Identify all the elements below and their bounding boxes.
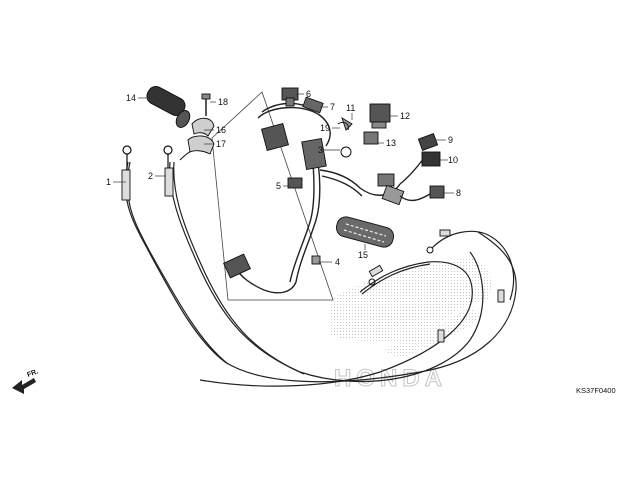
clip-3	[340, 146, 352, 158]
block-13	[363, 131, 379, 145]
callout-3: 3	[318, 145, 323, 155]
callout-18: 18	[218, 97, 228, 107]
callout-14: 14	[126, 93, 136, 103]
screw-18	[201, 93, 211, 116]
callout-17: 17	[216, 139, 226, 149]
switch-9	[417, 133, 439, 151]
throttle-housing-16	[191, 117, 215, 137]
relay-12	[369, 103, 391, 129]
callout-7: 7	[330, 102, 335, 112]
right-grip	[335, 216, 395, 248]
leader-lines	[113, 93, 454, 263]
callout-16: 16	[216, 125, 226, 135]
throttle-cable-2	[163, 145, 484, 382]
callout-9: 9	[448, 135, 453, 145]
callout-13: 13	[386, 138, 396, 148]
callout-15: 15	[358, 250, 368, 260]
honda-wing-watermark	[330, 258, 492, 358]
callout-4: 4	[335, 257, 340, 267]
callout-11: 11	[346, 103, 355, 113]
front-direction-label: FR.	[26, 368, 39, 378]
callout-8: 8	[456, 188, 461, 198]
callout-5: 5	[276, 181, 281, 191]
callout-12: 12	[400, 111, 410, 121]
left-grip	[146, 86, 191, 128]
throttle-cable-1	[121, 145, 517, 383]
clip-19	[337, 121, 349, 131]
relay-8	[429, 185, 445, 199]
lever-cables	[199, 229, 515, 387]
band-4	[311, 255, 321, 265]
callout-2: 2	[148, 171, 153, 181]
diagram-code: KS37F0400	[576, 386, 616, 395]
callout-1: 1	[106, 177, 111, 187]
switch-7	[302, 96, 324, 114]
connector-5	[287, 177, 303, 189]
callout-19: 19	[320, 123, 330, 133]
callout-6: 6	[306, 89, 311, 99]
throttle-housing-17	[187, 135, 215, 155]
callout-10: 10	[448, 155, 458, 165]
connector-10	[421, 151, 441, 167]
front-direction-arrow-icon	[12, 378, 36, 394]
harness-frame	[211, 91, 334, 301]
